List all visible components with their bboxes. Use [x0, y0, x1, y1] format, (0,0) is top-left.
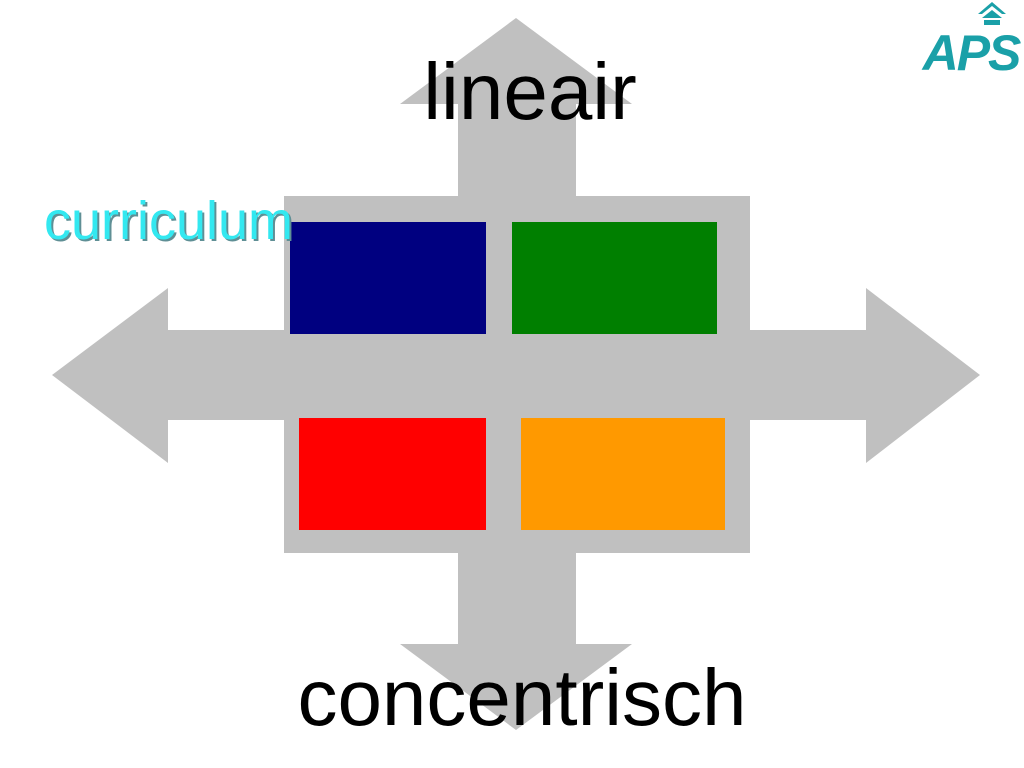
house-roof-icon	[978, 2, 1006, 25]
label-lineair: lineair	[423, 47, 637, 136]
logo-text: APS	[922, 25, 1022, 81]
label-concentrisch: concentrisch	[297, 653, 747, 742]
block-top-right	[512, 222, 717, 334]
aps-logo: APS	[918, 0, 1024, 86]
block-bottom-left	[299, 418, 486, 530]
block-top-left	[290, 222, 486, 334]
block-bottom-right	[521, 418, 725, 530]
label-curriculum: curriculum	[44, 191, 294, 251]
